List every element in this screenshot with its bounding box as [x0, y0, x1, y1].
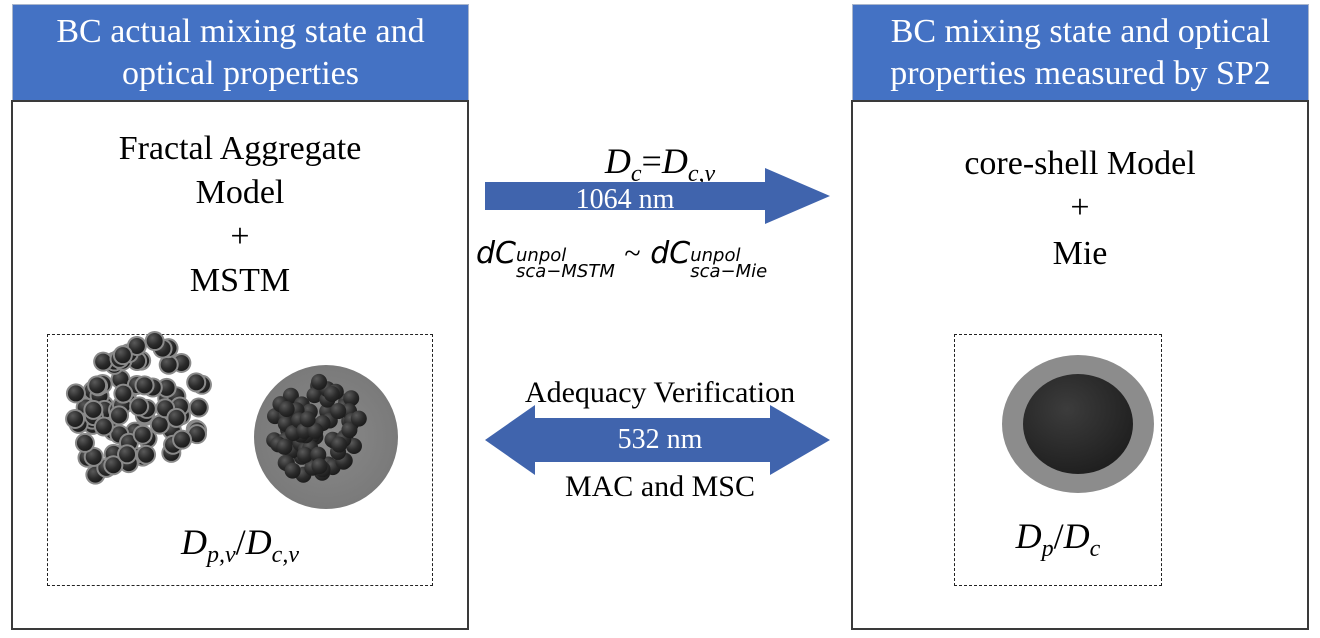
bc-monomer	[134, 426, 151, 443]
coated-aggregate-icon	[266, 373, 367, 483]
bc-monomer	[95, 353, 112, 370]
ratio-sub-1: p	[1041, 536, 1054, 562]
ratio-sub-2: c	[1089, 536, 1101, 562]
bc-monomer	[76, 434, 93, 451]
bc-monomer	[296, 447, 313, 464]
bc-monomer	[136, 377, 153, 394]
bc-monomer	[299, 411, 316, 428]
bottom-arrow-above-label: Adequacy Verification	[524, 376, 796, 409]
bc-monomer	[158, 379, 175, 396]
right-ratio-label: Dp/Dc	[955, 515, 1161, 563]
bottom-arrow-below-label: MAC and MSC	[564, 470, 756, 503]
bc-monomer	[188, 374, 205, 391]
bc-monomer	[115, 385, 132, 402]
bc-monomer	[95, 418, 112, 435]
dc-mstm-sub: sca−MSTM	[516, 261, 615, 282]
right-model-line-1: core-shell Model	[964, 145, 1196, 182]
bc-monomer	[160, 356, 177, 373]
dc-mstm: dC	[476, 236, 516, 271]
right-arrow-icon	[485, 168, 830, 224]
left-model-line-2: Model	[195, 174, 285, 211]
left-header-line-2: optical properties	[122, 55, 359, 92]
bottom-arrow-label: 532 nm	[617, 424, 703, 455]
bc-monomer	[307, 422, 324, 439]
eq-sub-1: c	[630, 161, 642, 187]
dc-mie: dC	[650, 236, 691, 271]
ratio-main-2: D	[245, 522, 272, 562]
left-header-line-1: BC actual mixing state and	[56, 13, 425, 50]
ratio-main-1: D	[181, 522, 207, 562]
bc-monomer	[276, 438, 293, 455]
bc-monomer	[105, 457, 122, 474]
right-header-line-1: BC mixing state and optical	[890, 13, 1271, 50]
right-header-line-2: properties measured by SP2	[890, 55, 1271, 92]
bc-monomer	[112, 371, 129, 388]
bc-core	[1023, 374, 1133, 474]
bc-monomer	[146, 333, 163, 350]
bc-monomer	[330, 403, 347, 420]
bc-monomer	[131, 398, 148, 415]
bare-aggregate-icon	[65, 331, 212, 485]
right-illustration-box: Dp/Dc	[954, 334, 1162, 586]
bc-monomer	[343, 390, 360, 407]
eq-sep: =	[641, 141, 662, 181]
bc-monomer	[138, 446, 155, 463]
fractal-aggregate-illustrations	[65, 331, 398, 509]
right-panel-header: BC mixing state and optical properties m…	[852, 4, 1309, 101]
bc-monomer	[323, 385, 340, 402]
ratio-sub-2: c,v	[271, 542, 299, 568]
bc-monomer	[174, 431, 191, 448]
dc-mie-sub: sca−Mie	[690, 261, 768, 282]
bc-monomer	[67, 385, 84, 402]
bc-monomer	[284, 462, 301, 479]
bc-monomer	[85, 401, 102, 418]
bc-monomer	[128, 337, 145, 354]
bc-monomer	[311, 373, 328, 390]
left-panel: Fractal Aggregate Model + MSTM	[11, 100, 469, 630]
ratio-sep: /	[235, 522, 246, 562]
bc-monomer	[111, 407, 128, 424]
top-arrow-label: 1064 nm	[575, 184, 675, 215]
bc-monomer	[341, 422, 358, 439]
bc-monomer	[119, 446, 136, 463]
tilde: ~	[624, 237, 641, 270]
bc-monomer	[168, 409, 185, 426]
bc-monomer	[188, 426, 205, 443]
bc-monomer	[67, 410, 84, 427]
bc-monomer	[151, 416, 168, 433]
ratio-sep: /	[1053, 516, 1064, 556]
left-illustration-box: Dp,v/Dc,v	[47, 331, 433, 586]
bc-monomer	[311, 458, 328, 475]
bc-monomer	[306, 387, 323, 404]
core-shell-sphere-icon	[1002, 355, 1154, 493]
dc-mie-sup: unpol	[690, 245, 741, 266]
top-arrow-above-label: Dc=Dc,v	[480, 140, 840, 188]
ratio-main-1: D	[1015, 516, 1042, 556]
left-ratio-label: Dp,v/Dc,v	[48, 521, 432, 569]
eq-main-1: D	[604, 141, 631, 181]
right-model-line-3: Mie	[1052, 235, 1108, 272]
right-model-plus: +	[1070, 189, 1090, 226]
bc-monomer	[350, 410, 367, 427]
left-model-line-4: MSTM	[189, 262, 291, 299]
dc-mstm-sup: unpol	[516, 245, 567, 266]
bc-monomer	[331, 436, 348, 453]
bc-monomer	[89, 377, 106, 394]
bc-monomer	[85, 448, 102, 465]
left-panel-header: BC actual mixing state and optical prope…	[12, 4, 469, 101]
bc-monomer	[190, 399, 207, 416]
left-model-plus: +	[230, 218, 250, 255]
ratio-sub-1: p,v	[207, 542, 236, 568]
eq-main-2: D	[661, 141, 688, 181]
bc-monomer	[278, 400, 295, 417]
ratio-main-2: D	[1063, 516, 1090, 556]
double-arrow-icon	[485, 405, 830, 475]
left-model-line-1: Fractal Aggregate	[118, 130, 362, 167]
bc-monomer	[114, 347, 131, 364]
